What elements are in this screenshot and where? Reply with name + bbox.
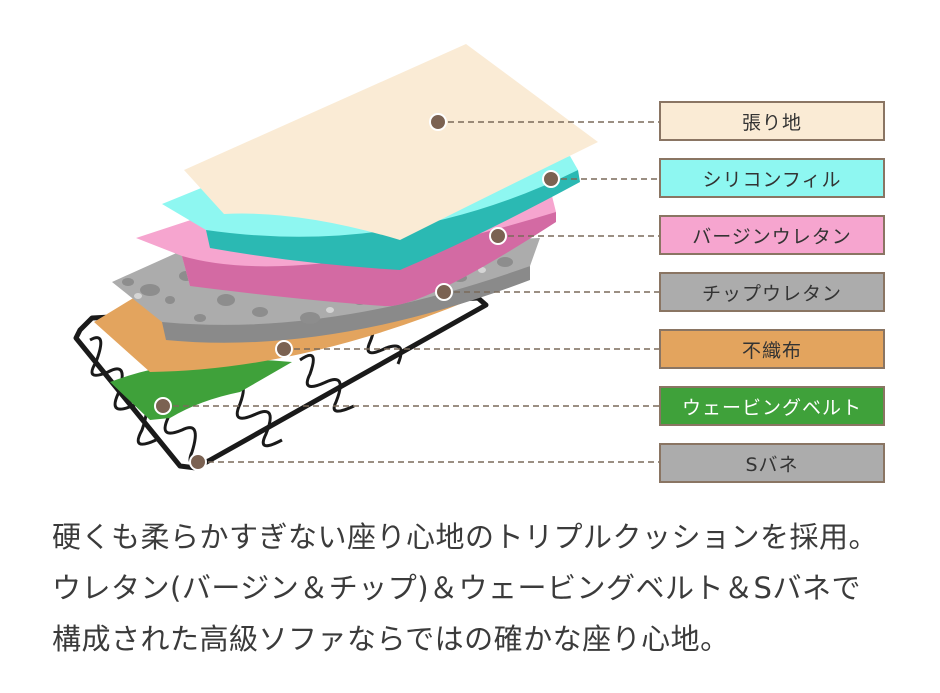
caption-text: 硬くも柔らかすぎない座り心地のトリプルクッションを採用。 ウレタン(バージン＆チ…: [52, 512, 922, 665]
label-virgin-urethane: バージンウレタン: [659, 215, 885, 255]
marker-dot: [489, 227, 507, 245]
marker-dot: [154, 397, 172, 415]
leader-markers: [154, 113, 560, 471]
label-silicone-fill: シリコンフィル: [659, 158, 885, 198]
caption-line-1: 硬くも柔らかすぎない座り心地のトリプルクッションを採用。: [52, 520, 879, 554]
label-s-spring: Sバネ: [659, 443, 885, 483]
marker-dot: [189, 453, 207, 471]
marker-dot: [275, 340, 293, 358]
upholstery-fabric-layer: [184, 44, 598, 240]
marker-dot: [429, 113, 447, 131]
label-webbing-belt: ウェービングベルト: [659, 386, 885, 426]
layer-diagram: [73, 44, 659, 471]
marker-dot: [542, 170, 560, 188]
caption-line-3: 構成された高級ソファならではの確かな座り心地。: [52, 622, 730, 656]
s-spring-wire: [89, 336, 157, 446]
s-spring-wire: [299, 353, 355, 413]
s-spring-wire: [229, 383, 283, 448]
label-non-woven-fabric: 不織布: [659, 329, 885, 369]
leader-lines: [163, 121, 659, 463]
label-upholstery-fabric: 張り地: [659, 101, 885, 141]
caption-line-2: ウレタン(バージン＆チップ)＆ウェービングベルト＆Sバネで: [52, 571, 861, 605]
label-chip-urethane: チップウレタン: [659, 272, 885, 312]
marker-dot: [435, 283, 453, 301]
